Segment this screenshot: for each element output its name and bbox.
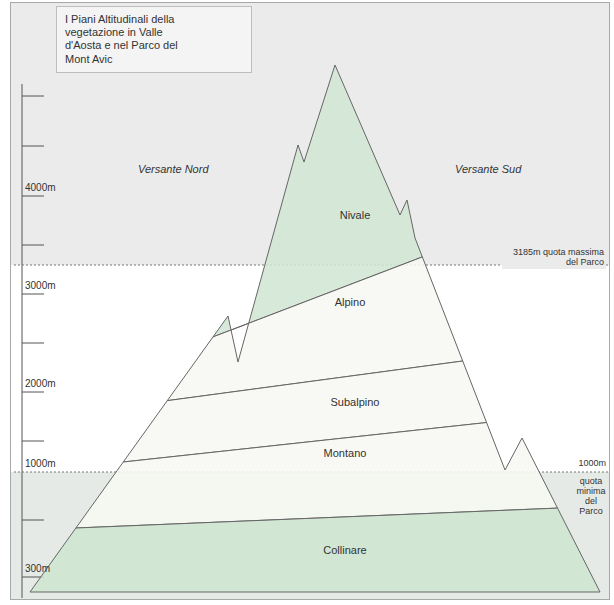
title-text: I Piani Altitudinali della vegetazione i…: [65, 13, 197, 66]
zone-shape: [30, 508, 600, 592]
frame: [11, 3, 610, 600]
park-max-note: 3185m quota massima del Parco: [502, 246, 606, 269]
slope-label: Versante Nord: [138, 163, 209, 175]
zone-label: Montano: [324, 447, 367, 459]
altitude-label: 300m: [25, 563, 50, 574]
colline-zone: Collinare: [30, 508, 600, 592]
altitude-label: 4000m: [25, 182, 56, 193]
zone-outline: [30, 508, 600, 592]
altitude-label: 2000m: [25, 378, 56, 389]
park-min-altitude: 1000m: [578, 458, 606, 468]
altitude-axis: [22, 84, 23, 598]
altitude-label: 3000m: [25, 280, 56, 291]
zone-label: Subalpino: [331, 396, 380, 408]
zone-label: Nivale: [340, 209, 371, 221]
park-min-note: quota minima del Parco: [574, 476, 608, 516]
zone-label: Alpino: [335, 296, 366, 308]
slope-label: Versante Sud: [455, 163, 521, 175]
zone-label: Collinare: [323, 544, 366, 556]
title-box: I Piani Altitudinali della vegetazione i…: [56, 6, 252, 73]
axis-ticks: [22, 96, 44, 577]
altitude-label: 1000m: [25, 458, 56, 469]
